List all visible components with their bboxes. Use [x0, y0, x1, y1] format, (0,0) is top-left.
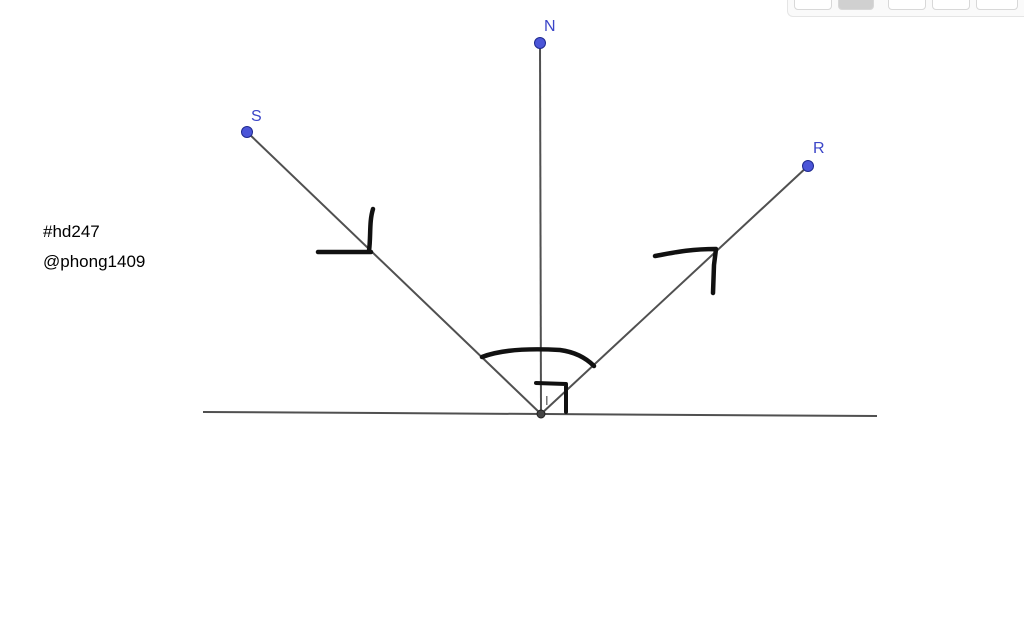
toolbar-button-3[interactable]	[888, 0, 926, 10]
right-angle-mark	[534, 381, 568, 414]
label-n: N	[544, 18, 556, 35]
tag-text: #hd247	[43, 222, 100, 241]
point-s[interactable]	[241, 126, 253, 138]
toolbar-button-5[interactable]	[976, 0, 1018, 10]
author-text: @phong1409	[43, 252, 146, 271]
angle-arc-mark	[479, 347, 597, 369]
point-i[interactable]	[536, 409, 546, 419]
label-r: R	[813, 140, 825, 157]
toolbar-button-4[interactable]	[932, 0, 970, 10]
point-n[interactable]	[534, 37, 546, 49]
reflected-arrow-mark	[652, 246, 719, 296]
point-r[interactable]	[802, 160, 814, 172]
label-s: S	[251, 108, 262, 125]
reflected-ray-ir	[540, 165, 809, 415]
incident-ray-si	[246, 131, 542, 415]
incident-arrow-mark	[315, 206, 376, 255]
toolbar-button-1[interactable]	[794, 0, 832, 10]
toolbar-strip	[787, 0, 1024, 17]
normal-ray-in	[539, 42, 542, 415]
label-i: I	[545, 393, 549, 408]
toolbar-button-2[interactable]	[838, 0, 874, 10]
